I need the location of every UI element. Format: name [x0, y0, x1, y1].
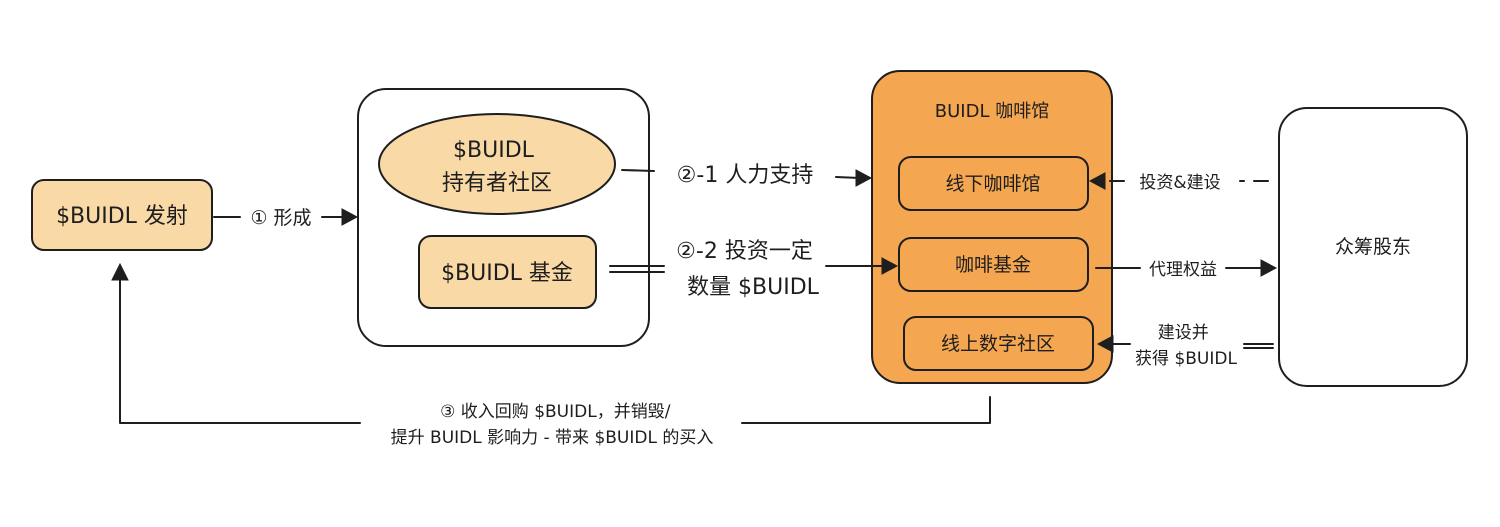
- form-arrowhead: [341, 208, 359, 226]
- proxy-rights-label: 代理权益: [1149, 260, 1217, 280]
- shareholders-box: [1278, 107, 1468, 387]
- invest-build-arrowhead: [1088, 172, 1106, 190]
- cafe-title: BUIDL 咖啡馆: [935, 101, 1049, 122]
- support-label: ②-1 人力支持: [677, 163, 814, 188]
- buyback-arrow: [119, 275, 991, 424]
- invest-arrow: [609, 265, 887, 273]
- buyback-arrowhead: [111, 262, 129, 281]
- buyback-label: ③ 收入回购 $BUIDL，并销毁/ 提升 BUIDL 影响力 - 带来 $BU…: [391, 402, 714, 448]
- cafe-container: [871, 70, 1113, 384]
- build-earn-arrow: [1109, 343, 1274, 349]
- form-label: ① 形成: [250, 207, 311, 229]
- proxy-rights-arrowhead: [1260, 259, 1278, 277]
- fund-box: [418, 235, 597, 309]
- fund-label: $BUIDL 基金: [441, 261, 573, 286]
- online-community-label: 线上数字社区: [941, 333, 1055, 355]
- offline-cafe-box: [898, 156, 1089, 211]
- build-earn-arrowhead: [1096, 335, 1114, 353]
- holder-community-ellipse: [378, 113, 616, 215]
- invest-build-label: 投资&建设: [1139, 173, 1220, 193]
- launch-label: $BUIDL 发射: [56, 204, 188, 229]
- invest-label: ②-2 投资一定 数量 $BUIDL: [676, 239, 820, 300]
- build-earn-label: 建设并 获得 $BUIDL: [1135, 323, 1237, 369]
- online-community-box: [903, 316, 1094, 371]
- invest-arrowhead: [881, 257, 899, 275]
- holder-community-label: $BUIDL 持有者社区: [442, 138, 552, 196]
- shareholders-label: 众筹股东: [1335, 236, 1411, 258]
- launch-box: [31, 179, 213, 251]
- offline-cafe-label: 线下咖啡馆: [945, 173, 1040, 195]
- support-arrowhead: [855, 169, 873, 187]
- cafe-fund-box: [898, 237, 1089, 292]
- cafe-fund-label: 咖啡基金: [955, 254, 1031, 276]
